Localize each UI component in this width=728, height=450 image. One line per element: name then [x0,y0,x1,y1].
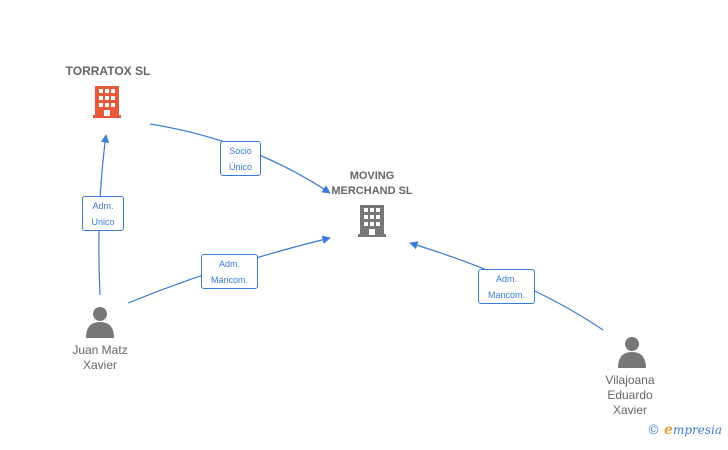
copyright-icon: © [647,423,661,438]
edge-label-socio-unico: Socio Único [220,141,261,176]
edge-label-adm-unico: Adm. Unico [82,196,124,231]
person-icon [618,337,646,368]
edge-label-adm-mancom-juan: Adm. Mancom. [201,254,258,289]
building-icon [358,205,386,237]
node-label-vilajoana[interactable]: Vilajoana Eduardo Xavier [605,373,655,417]
node-label-moving-merchand[interactable]: MOVING MERCHAND SL [331,170,413,197]
building-icon [93,86,121,118]
brand-logo: ©empresia [647,422,722,438]
node-label-torratox[interactable]: TORRATOX SL [65,64,151,78]
person-icon [86,307,114,338]
node-label-juan-matz[interactable]: Juan Matz Xavier [72,343,128,372]
edge-label-adm-mancom-vilajoana: Adm. Mancom. [478,269,535,304]
